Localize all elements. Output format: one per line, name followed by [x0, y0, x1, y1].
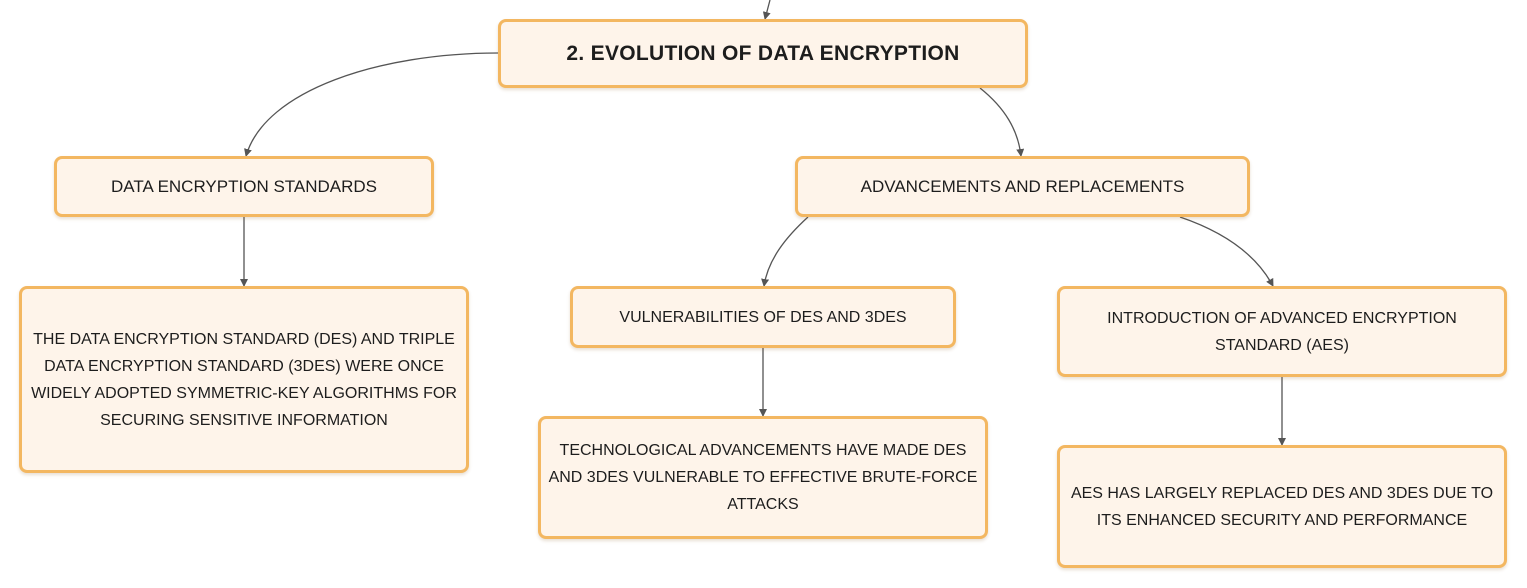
aes-detail-node[interactable]: AES has largely replaced DES and 3DES du… — [1057, 445, 1507, 568]
connector-advancements-to-vulnerabilities — [761, 216, 809, 287]
advancements-node[interactable]: Advancements and Replacements — [795, 156, 1250, 217]
root-node-label: 2. Evolution of Data Encryption — [566, 41, 960, 65]
connector-parent-to-root — [762, 0, 771, 20]
connector-advancements-to-aes-intro — [1179, 216, 1274, 287]
aes-intro-node[interactable]: Introduction of Advanced Encryption Stan… — [1057, 286, 1507, 377]
vulnerabilities-node[interactable]: Vulnerabilities of DES and 3DES — [570, 286, 956, 348]
aes-detail-text: AES has largely replaced DES and 3DES du… — [1070, 484, 1494, 529]
connector-root-to-advancements — [979, 87, 1025, 157]
des-standards-node[interactable]: Data Encryption Standards — [54, 156, 434, 217]
des-standards-detail-text: The Data Encryption Standard (DES) and T… — [31, 330, 457, 429]
root-node[interactable]: 2. Evolution of Data Encryption — [498, 19, 1028, 88]
vulnerabilities-detail-text: Technological advancements have made DES… — [548, 442, 978, 513]
des-standards-node-label: Data Encryption Standards — [110, 176, 378, 196]
aes-intro-node-label: Introduction of Advanced Encryption Stan… — [1107, 309, 1457, 354]
des-standards-detail-node[interactable]: The Data Encryption Standard (DES) and T… — [19, 286, 469, 473]
advancements-node-label: Advancements and Replacements — [860, 176, 1185, 196]
vulnerabilities-node-label: Vulnerabilities of DES and 3DES — [619, 308, 907, 326]
connector-root-to-des-standards — [244, 52, 499, 157]
vulnerabilities-detail-node[interactable]: Technological advancements have made DES… — [538, 416, 988, 539]
